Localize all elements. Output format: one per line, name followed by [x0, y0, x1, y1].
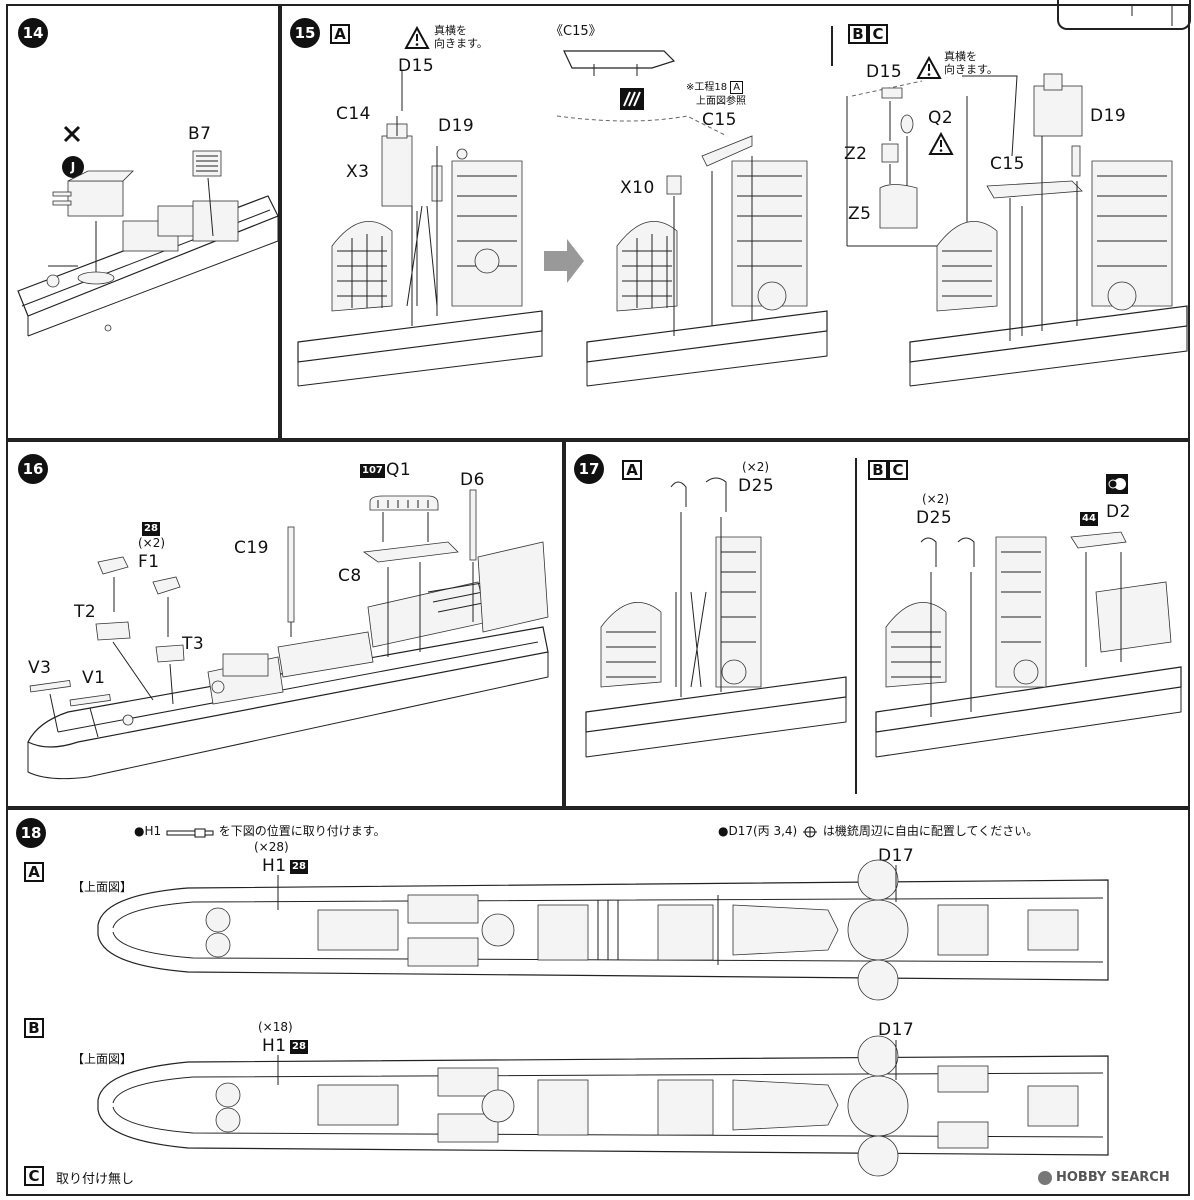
part-label-x10: X10	[620, 178, 655, 198]
count-d25-a: (×2)	[742, 460, 770, 474]
tag-28-f1: 28	[142, 522, 160, 536]
part-label-d25-a: D25	[738, 476, 775, 496]
part-label-d25-bc: D25	[916, 508, 953, 528]
variant-c-box: C	[868, 24, 888, 44]
variant-b-box-17: B	[868, 460, 888, 480]
variant-c-box-17: C	[888, 460, 908, 480]
part-label-c15-bc: C15	[990, 154, 1026, 174]
row-c-text: 取り付け無し	[56, 1172, 135, 1187]
part-label-z5: Z5	[848, 204, 872, 224]
instruction-d17-tail: は機銃周辺に自由に配置してください。	[822, 824, 1039, 838]
part-label-b7: B7	[188, 124, 212, 144]
part-label-z2: Z2	[844, 144, 868, 164]
warning-icon	[404, 25, 430, 50]
part-label-v3: V3	[28, 658, 52, 678]
part-label-d2: D2	[1106, 502, 1131, 522]
step-18-panel: 18 ●H1 を下図の位置に取り付けます。 ●D17(丙 3,4) は機銃周辺に…	[6, 808, 1190, 1196]
row-a-count: (×28)	[254, 840, 289, 854]
part-label-c19: C19	[234, 538, 270, 558]
warning-text-bc: 真横を 向きます。	[944, 50, 998, 76]
row-b-tag-28: 28	[290, 1040, 308, 1054]
variant-b-box: B	[848, 24, 868, 44]
watermark-text: HOBBY SEARCH	[1056, 1170, 1170, 1185]
step-17-panel: 17 A (×2) D25 B C (×2) D25 44 D2	[564, 440, 1190, 808]
ref-note-line1: ※工程18 A	[686, 78, 744, 94]
count-d25-bc: (×2)	[922, 492, 950, 506]
step-number-17: 17	[574, 454, 604, 484]
hobby-search-logo-icon	[1038, 1170, 1052, 1185]
part-label-t3: T3	[182, 634, 205, 654]
part-label-q1: Q1	[386, 460, 412, 480]
step-number-14: 14	[18, 18, 48, 48]
step-18-diagram	[97, 859, 1109, 1177]
step-14-panel: 14 B7 J	[6, 4, 280, 440]
part-label-c15-mid: C15	[702, 110, 738, 130]
part-label-c8: C8	[338, 566, 362, 586]
row-b-view-label: 【上面図】	[72, 1052, 133, 1066]
row-b-box: B	[24, 1018, 44, 1038]
row-b-count: (×18)	[258, 1020, 293, 1034]
variant-a-box-17: A	[622, 460, 642, 480]
step-17-diagram	[585, 458, 1182, 794]
ref-note-line2: 上面図参照	[696, 96, 746, 107]
row-a-tag-28: 28	[290, 860, 308, 874]
d17-part-icon	[801, 826, 819, 838]
ref-note-box: A	[730, 81, 744, 94]
part-label-d6: D6	[460, 470, 485, 490]
variant-a-box: A	[330, 24, 350, 44]
inset-title-c15: 《C15》	[550, 24, 602, 39]
warning-icon-q2	[928, 131, 954, 156]
paint-swatch-icon	[620, 88, 644, 110]
step-number-15: 15	[290, 18, 320, 48]
row-b-part-h1: H1	[262, 1036, 287, 1056]
part-label-t2: T2	[74, 602, 97, 622]
row-c-box: C	[24, 1166, 44, 1186]
row-a-view-label: 【上面図】	[72, 880, 133, 894]
part-label-c14: C14	[336, 104, 372, 124]
warning-text-a: 真横を 向きます。	[434, 24, 488, 50]
step-number-18: 18	[16, 818, 46, 848]
row-a-part-h1: H1	[262, 856, 287, 876]
step-number-16: 16	[18, 454, 48, 484]
h1-part-icon	[165, 827, 215, 837]
warning-icon-bc	[916, 55, 942, 80]
step-16-diagram	[27, 489, 549, 780]
tag-107: 107	[360, 464, 385, 478]
row-a-box: A	[24, 862, 44, 882]
step-15-diagram	[297, 6, 1188, 387]
step-15-panel: 15 A 真横を 向きます。 D15 C14 X3 D19 《C15》 ※工程1…	[280, 0, 1191, 440]
part-label-v1: V1	[82, 668, 106, 688]
part-label-d15-bc: D15	[866, 62, 903, 82]
row-a-part-d17: D17	[878, 846, 915, 866]
step-14-diagram	[17, 150, 279, 337]
instruction-d17: ●D17(丙 3,4) は機銃周辺に自由に配置してください。	[718, 822, 1038, 839]
instruction-h1-tail: を下図の位置に取り付けます。	[218, 824, 386, 838]
part-label-d19: D19	[438, 116, 475, 136]
instruction-h1: ●H1 を下図の位置に取り付けます。	[134, 822, 386, 839]
step-16-panel: 16 107 Q1 D6 C19 C8 28 (×2) F1 T2 T3 V3 …	[6, 440, 564, 808]
instruction-d17-lead: ●D17(丙 3,4)	[718, 824, 798, 838]
row-b-part-d17: D17	[878, 1020, 915, 1040]
tag-44: 44	[1080, 512, 1098, 526]
instruction-h1-lead: ●H1	[134, 824, 162, 838]
hobby-search-logo: HOBBY SEARCH	[1038, 1170, 1170, 1185]
corner-inset-top-right	[1057, 0, 1191, 30]
part-label-x3: X3	[346, 162, 370, 182]
part-label-d15: D15	[398, 56, 435, 76]
part-label-f1: F1	[138, 552, 160, 572]
paint-dot-icon	[1106, 474, 1128, 494]
count-f1: (×2)	[138, 536, 166, 550]
part-label-d19-bc: D19	[1090, 106, 1127, 126]
marker-j-icon: J	[62, 156, 84, 178]
cement-icon	[62, 124, 82, 144]
part-label-q2: Q2	[928, 108, 954, 128]
